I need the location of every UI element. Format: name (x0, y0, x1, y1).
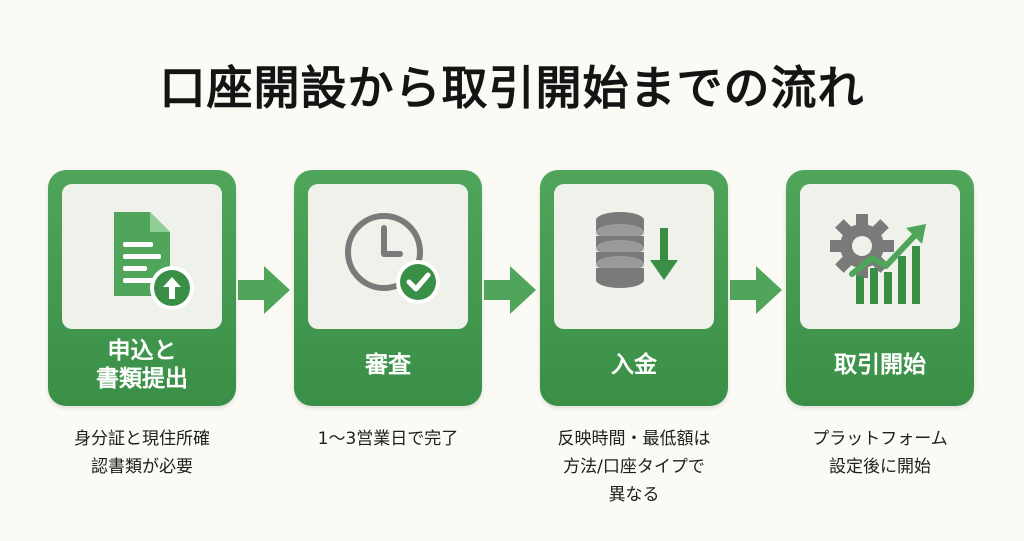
clock-check-icon (345, 213, 440, 304)
step-caption: プラットフォーム 設定後に開始 (812, 429, 948, 477)
step-label: 申込と 書類提出 (96, 338, 188, 392)
step-caption: 反映時間・最低額は 方法/口座タイプで 異なる (557, 429, 711, 505)
step-label: 入金 (611, 352, 657, 378)
coin-deposit-icon (596, 212, 678, 288)
step-icon-panel (554, 184, 714, 329)
arrow-right-icon (730, 266, 782, 314)
arrow-right-icon (238, 266, 290, 314)
step-card-application: 申込と 書類提出 (48, 170, 236, 406)
step-caption: 1〜3営業日で完了 (317, 429, 459, 449)
step-card-deposit: 入金 (540, 170, 728, 406)
page-title: 口座開設から取引開始までの流れ (159, 61, 865, 115)
step-card-review: 審査 (294, 170, 482, 406)
step-icon-panel (800, 184, 960, 329)
step-label: 取引開始 (834, 352, 926, 378)
step-caption: 身分証と現住所確 認書類が必要 (74, 429, 210, 477)
arrow-right-icon (484, 266, 536, 314)
gear-chart-icon (830, 214, 926, 304)
step-card-trading-start: 取引開始 (786, 170, 974, 406)
step-icon-panel (308, 184, 468, 329)
step-icon-panel (62, 184, 222, 329)
document-upload-icon (114, 212, 194, 310)
step-label: 審査 (365, 352, 411, 378)
